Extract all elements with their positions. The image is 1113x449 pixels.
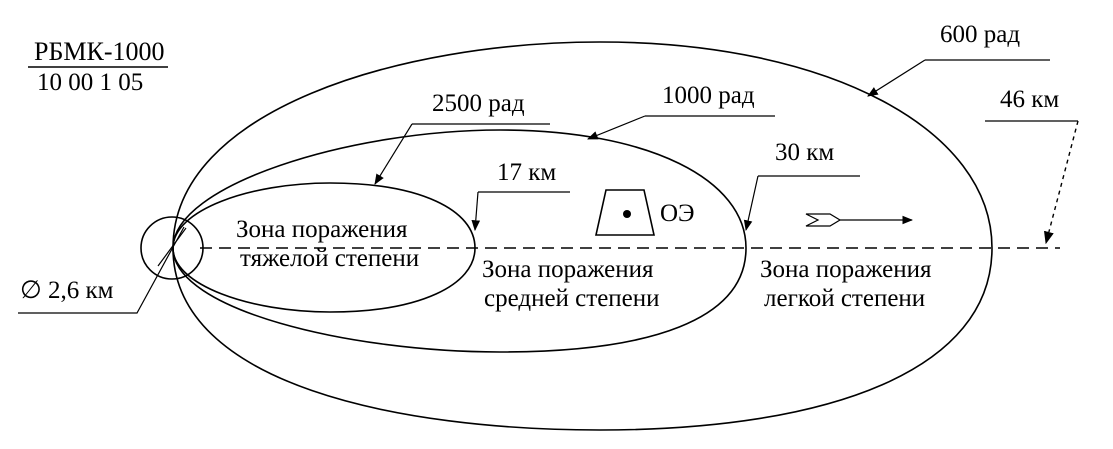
- dose-1000-arrow: [586, 115, 646, 140]
- dose-600-label: 600 рад: [940, 21, 1020, 48]
- dose-600-arrow: [867, 59, 926, 97]
- wind-direction-arrow: [805, 213, 914, 227]
- distance-46km-label: 46 км: [1000, 86, 1059, 113]
- dose-1000-label: 1000 рад: [662, 82, 755, 109]
- reactor-cross-line: [157, 227, 187, 267]
- reactor-name: РБМК-1000: [34, 37, 165, 66]
- distance-17km-arrow: [471, 191, 481, 232]
- dose-2500-arrow: [374, 123, 413, 185]
- zone-boundary-1000-rad: [172, 129, 747, 353]
- diameter-leader: [18, 226, 185, 314]
- zone-boundary-600-rad: [172, 41, 993, 431]
- zone-light-line2: легкой степени: [764, 285, 925, 312]
- zone-light-line1: Зона поражения: [760, 256, 932, 283]
- distance-46km-arrow: [1044, 120, 1079, 245]
- dose-2500-label: 2500 рад: [432, 90, 525, 117]
- distance-30km-label: 30 км: [775, 139, 834, 166]
- distance-30km-arrow: [743, 175, 759, 232]
- zone-severe-line1: Зона поражения: [236, 216, 408, 243]
- zone-medium-line2: средней степени: [484, 285, 660, 312]
- object-label: ОЭ: [660, 200, 695, 227]
- zone-medium-line1: Зона поражения: [482, 256, 654, 283]
- object-dot: [623, 210, 631, 218]
- zone-severe-line2: тяжелой степени: [240, 245, 419, 272]
- reactor-site-circle: [140, 216, 204, 280]
- object-trapezoid: [595, 189, 655, 236]
- reactor-code: 10 00 1 05: [37, 69, 143, 96]
- diameter-label: ∅ 2,6 км: [20, 277, 114, 304]
- distance-17km-label: 17 км: [497, 159, 556, 186]
